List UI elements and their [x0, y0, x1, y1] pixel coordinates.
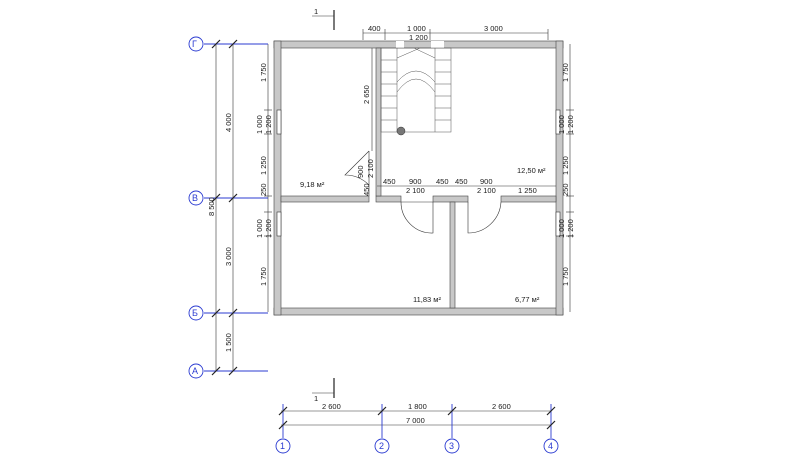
room-area-3: 11,83 м²	[413, 295, 441, 304]
dim-row1-450b: 450	[436, 177, 449, 186]
dim-row2-2100b: 2 100	[477, 186, 496, 195]
dim-row1-900a: 900	[409, 177, 422, 186]
dim-right-1250: 1 250	[561, 156, 570, 175]
dim-door-450: 450	[362, 183, 371, 196]
room-area-2: 12,50 м²	[517, 166, 546, 175]
axis-label-v: В	[192, 193, 198, 203]
axis-marker-1	[275, 438, 291, 454]
dim-bottom-overall: 7 000	[406, 416, 425, 425]
dim-top-400: 400	[368, 24, 381, 33]
axis-label-a: А	[192, 366, 198, 376]
dim-bottom-1800: 1 800	[408, 402, 427, 411]
staircase	[380, 47, 452, 136]
dim-row1-900b: 900	[480, 177, 493, 186]
dim-interior-2650: 2 650	[362, 85, 371, 104]
dim-right-1750a: 1 750	[561, 63, 570, 82]
axis-label-g: Г	[192, 39, 197, 49]
axis-label-b: Б	[192, 308, 198, 318]
left-axis-grid: 8 500 4 000 3 000 1 500 Г В Б А	[188, 36, 268, 379]
dim-right-1200a: 1 200	[566, 115, 575, 134]
axis-label-1: 1	[280, 441, 285, 451]
axis-marker-2	[374, 438, 390, 454]
interior-dimensions: 2 650 900 2 100 450 450 900 450 450 900 …	[356, 48, 556, 196]
axis-label-3: 3	[449, 441, 454, 451]
dim-left-overall: 8 500	[207, 197, 216, 216]
right-wall-dimensions: 1 750 1 000 1 200 1 250 250 1 000 1 200 …	[557, 44, 575, 312]
walls	[273, 40, 564, 316]
top-dimension-chain: 400 1 000 1 200 3 000	[362, 24, 549, 42]
axis-marker-v	[188, 190, 204, 206]
dim-right-1200b: 1 200	[566, 219, 575, 238]
room-area-1: 9,18 м²	[300, 180, 325, 189]
stair-post	[396, 126, 406, 136]
axis-marker-b	[188, 305, 204, 321]
bottom-axis-grid: 2 600 1 800 2 600 7 000 1 2 3 4	[275, 402, 559, 454]
dim-left-1750b: 1 750	[259, 267, 268, 286]
dim-right-250: 250	[561, 183, 570, 196]
dim-left-1750a: 1 750	[259, 63, 268, 82]
section-label-bottom: 1	[314, 394, 318, 403]
dim-row1-450c: 450	[455, 177, 468, 186]
section-marker-bottom: 1	[312, 378, 335, 403]
section-marker-top: 1	[312, 7, 335, 30]
axis-label-4: 4	[548, 441, 553, 451]
dim-door-2100: 2 100	[366, 159, 375, 178]
dim-left-seg-3000: 3 000	[224, 247, 233, 266]
dim-left-1250: 1 250	[259, 156, 268, 175]
dim-door-900: 900	[356, 165, 365, 178]
left-wall-dimensions: 1 750 1 000 1 200 1 250 250 1 000 1 200 …	[255, 44, 273, 312]
axis-marker-a	[188, 363, 204, 379]
dim-bottom-2600a: 2 600	[322, 402, 341, 411]
section-label-top: 1	[314, 7, 318, 16]
dim-row2-2100a: 2 100	[406, 186, 425, 195]
dim-bottom-2600b: 2 600	[492, 402, 511, 411]
dim-right-1000a: 1 000	[557, 115, 566, 134]
dim-left-1200a: 1 200	[264, 115, 273, 134]
dim-row2-1250: 1 250	[518, 186, 537, 195]
axis-marker-g	[188, 36, 204, 52]
room-area-4: 6,77 м²	[515, 295, 540, 304]
dim-top-1200: 1 200	[409, 33, 428, 42]
dim-left-250: 250	[259, 183, 268, 196]
dim-top-1000: 1 000	[407, 24, 426, 33]
dim-row1-450a: 450	[383, 177, 396, 186]
dim-left-seg-1500: 1 500	[224, 333, 233, 352]
axis-marker-4	[543, 438, 559, 454]
dim-left-seg-4000: 4 000	[224, 113, 233, 132]
dim-left-1200b: 1 200	[264, 219, 273, 238]
axis-label-2: 2	[379, 441, 384, 451]
dim-left-1000a: 1 000	[255, 115, 264, 134]
windows	[276, 109, 561, 237]
dim-top-3000: 3 000	[484, 24, 503, 33]
doors	[344, 150, 502, 234]
dim-right-1000b: 1 000	[557, 219, 566, 238]
axis-marker-3	[444, 438, 460, 454]
room-labels: 9,18 м² 12,50 м² 11,83 м² 6,77 м²	[300, 166, 546, 304]
dim-right-1750b: 1 750	[561, 267, 570, 286]
dim-left-1000b: 1 000	[255, 219, 264, 238]
